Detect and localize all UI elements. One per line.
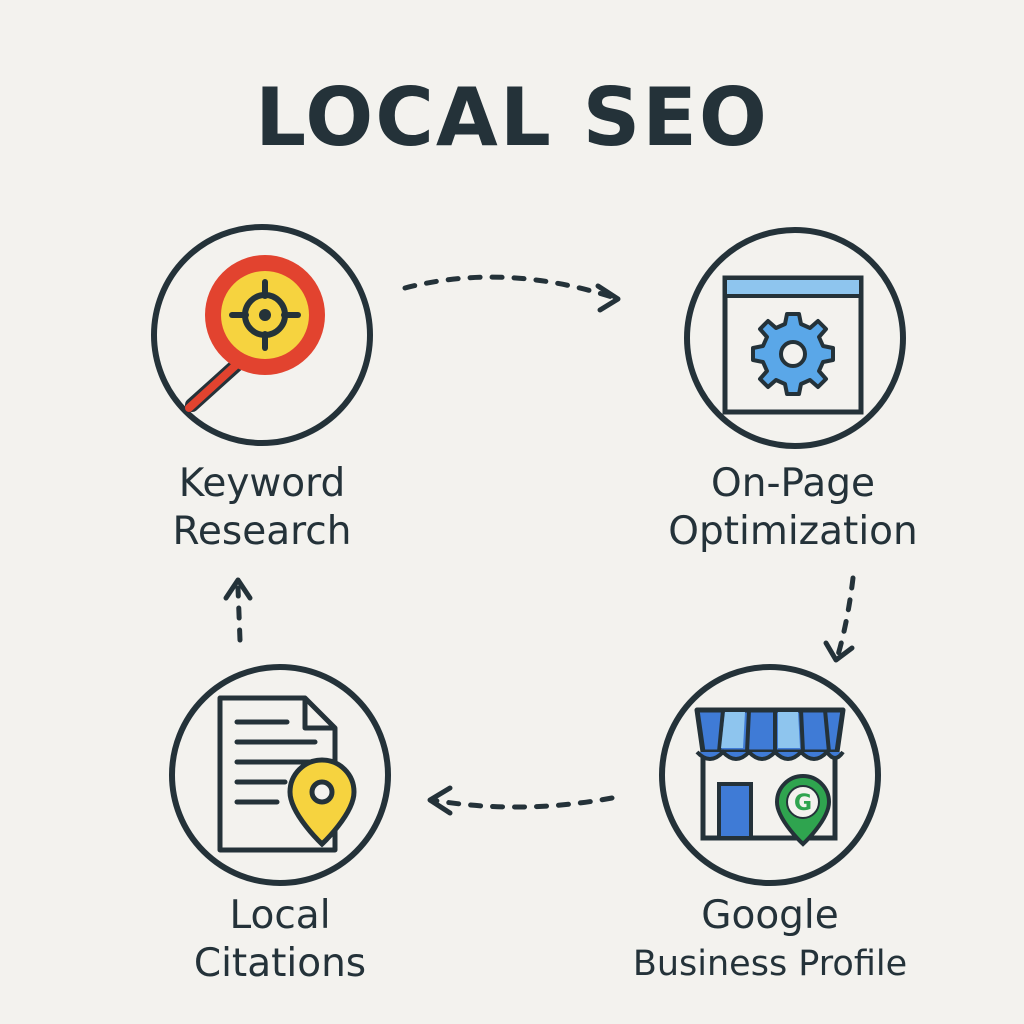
step-line: Local (229, 893, 331, 938)
arrow-keyword-to-onpage (402, 274, 618, 301)
google-badge-letter: G (794, 791, 812, 816)
step-google-business-profile-label: Google Business Profile (600, 892, 940, 988)
step-line: On-Page (711, 461, 875, 506)
document-location-pin-icon (169, 664, 391, 886)
step-keyword-research-label: Keyword Research (92, 460, 432, 556)
step-line: Research (172, 509, 352, 554)
arrow-google-to-citations-head (427, 785, 453, 816)
arrow-onpage-to-google (835, 575, 856, 658)
step-line: Citations (193, 941, 367, 986)
arrow-google-to-citations (429, 795, 615, 810)
step-onpage-optimization-label: On-Page Optimization (623, 460, 963, 556)
step-line: Business Profile (632, 944, 908, 984)
storefront-icon: G (659, 664, 881, 886)
step-line: Keyword (178, 461, 346, 506)
webpage-gear-icon (684, 227, 906, 449)
step-line: Google (701, 893, 839, 938)
step-line: Optimization (668, 509, 918, 554)
arrow-citations-to-keyword (235, 585, 243, 643)
arrow-keyword-to-onpage-head (595, 283, 621, 313)
step-local-citations-label: Local Citations (110, 892, 450, 988)
target-magnifier-icon (151, 224, 373, 446)
diagram-title: LOCAL SEO (255, 71, 769, 164)
arrow-onpage-to-google-head (823, 640, 855, 663)
arrow-citations-to-keyword-head (223, 577, 253, 601)
